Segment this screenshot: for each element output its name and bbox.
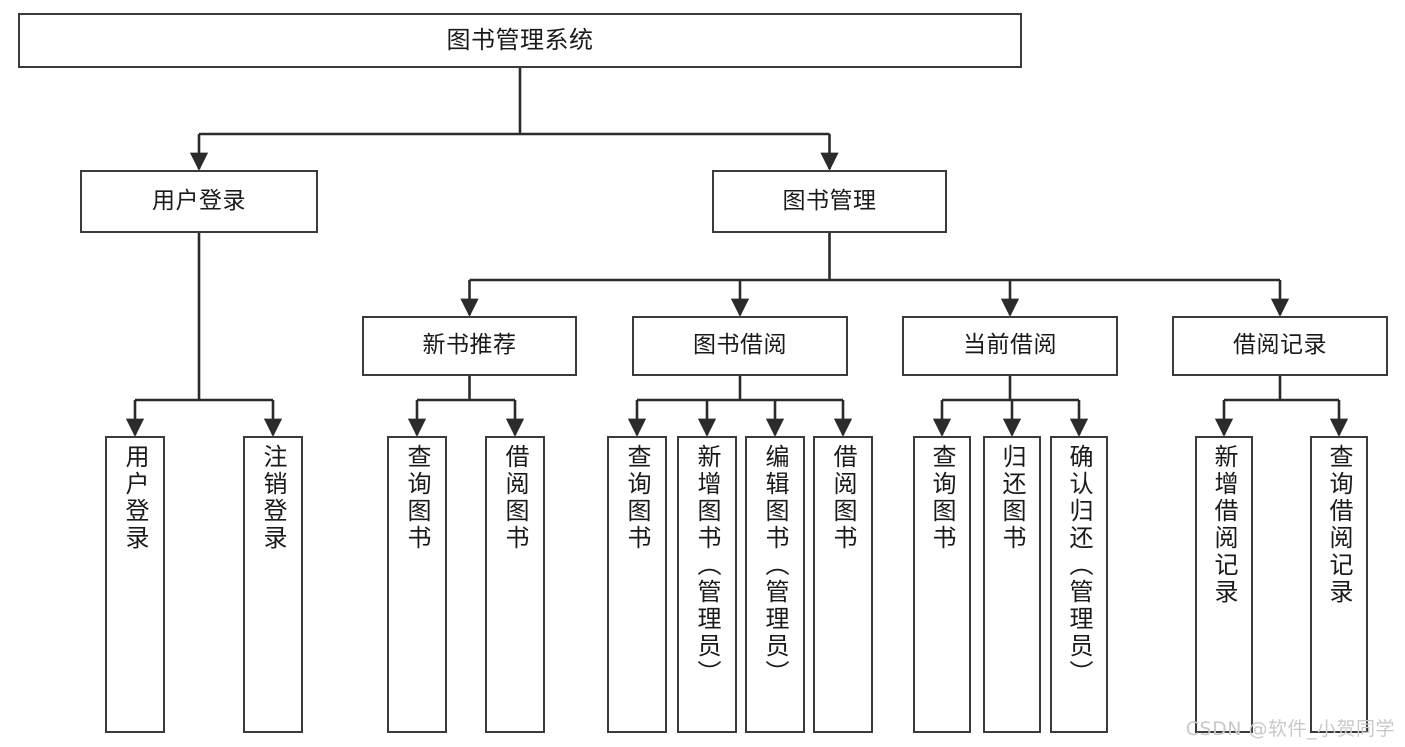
node-leaf-add-borrow-record[interactable]: 新增借阅记录	[1195, 436, 1253, 733]
csdn-watermark: CSDN @软件_小贺同学	[1185, 718, 1395, 740]
node-leaf-add-borrow-record-label: 新增借阅记录	[1210, 444, 1238, 606]
node-leaf-query-borrow-record-label: 查询借阅记录	[1325, 444, 1353, 606]
node-leaf-add-book-label: 新增图书（管理员）	[693, 444, 721, 687]
node-book-borrow-label: 图书借阅	[693, 332, 787, 359]
node-leaf-borrow-book-2[interactable]: 借阅图书	[813, 436, 873, 733]
node-leaf-add-book[interactable]: 新增图书（管理员）	[677, 436, 737, 733]
node-new-book-recommend-label: 新书推荐	[422, 332, 517, 359]
node-root-label: 图书管理系统	[446, 26, 594, 55]
node-book-manage[interactable]: 图书管理	[712, 170, 947, 233]
node-leaf-confirm-return[interactable]: 确认归还（管理员）	[1050, 436, 1108, 733]
node-user-login[interactable]: 用户登录	[80, 170, 318, 233]
node-leaf-borrow-book-2-label: 借阅图书	[829, 444, 857, 552]
node-leaf-edit-book-label: 编辑图书（管理员）	[761, 444, 789, 687]
node-new-book-recommend[interactable]: 新书推荐	[362, 316, 577, 376]
node-leaf-logout-login[interactable]: 注销登录	[243, 436, 303, 733]
node-book-manage-label: 图书管理	[782, 187, 877, 214]
node-current-borrow-label: 当前借阅	[963, 332, 1057, 359]
node-leaf-edit-book[interactable]: 编辑图书（管理员）	[745, 436, 805, 733]
node-leaf-query-borrow-record[interactable]: 查询借阅记录	[1310, 436, 1368, 733]
node-leaf-return-book-label: 归还图书	[998, 444, 1026, 552]
node-borrow-record-label: 借阅记录	[1233, 332, 1327, 359]
node-leaf-query-book-2-label: 查询图书	[623, 444, 651, 552]
node-current-borrow[interactable]: 当前借阅	[902, 316, 1118, 376]
node-leaf-query-book-1-label: 查询图书	[403, 444, 431, 552]
node-leaf-user-login-label: 用户登录	[121, 444, 149, 552]
node-leaf-return-book[interactable]: 归还图书	[983, 436, 1041, 733]
node-user-login-label: 用户登录	[152, 187, 246, 214]
node-root[interactable]: 图书管理系统	[18, 13, 1022, 68]
node-leaf-borrow-book-1-label: 借阅图书	[501, 444, 529, 552]
node-leaf-query-book-3[interactable]: 查询图书	[913, 436, 971, 733]
node-leaf-query-book-2[interactable]: 查询图书	[607, 436, 667, 733]
node-leaf-user-login[interactable]: 用户登录	[105, 436, 165, 733]
node-leaf-borrow-book-1[interactable]: 借阅图书	[485, 436, 545, 733]
node-leaf-logout-login-label: 注销登录	[259, 444, 287, 552]
node-book-borrow[interactable]: 图书借阅	[632, 316, 848, 376]
node-leaf-confirm-return-label: 确认归还（管理员）	[1065, 444, 1093, 687]
node-borrow-record[interactable]: 借阅记录	[1172, 316, 1388, 376]
node-leaf-query-book-1[interactable]: 查询图书	[387, 436, 447, 733]
node-leaf-query-book-3-label: 查询图书	[928, 444, 956, 552]
